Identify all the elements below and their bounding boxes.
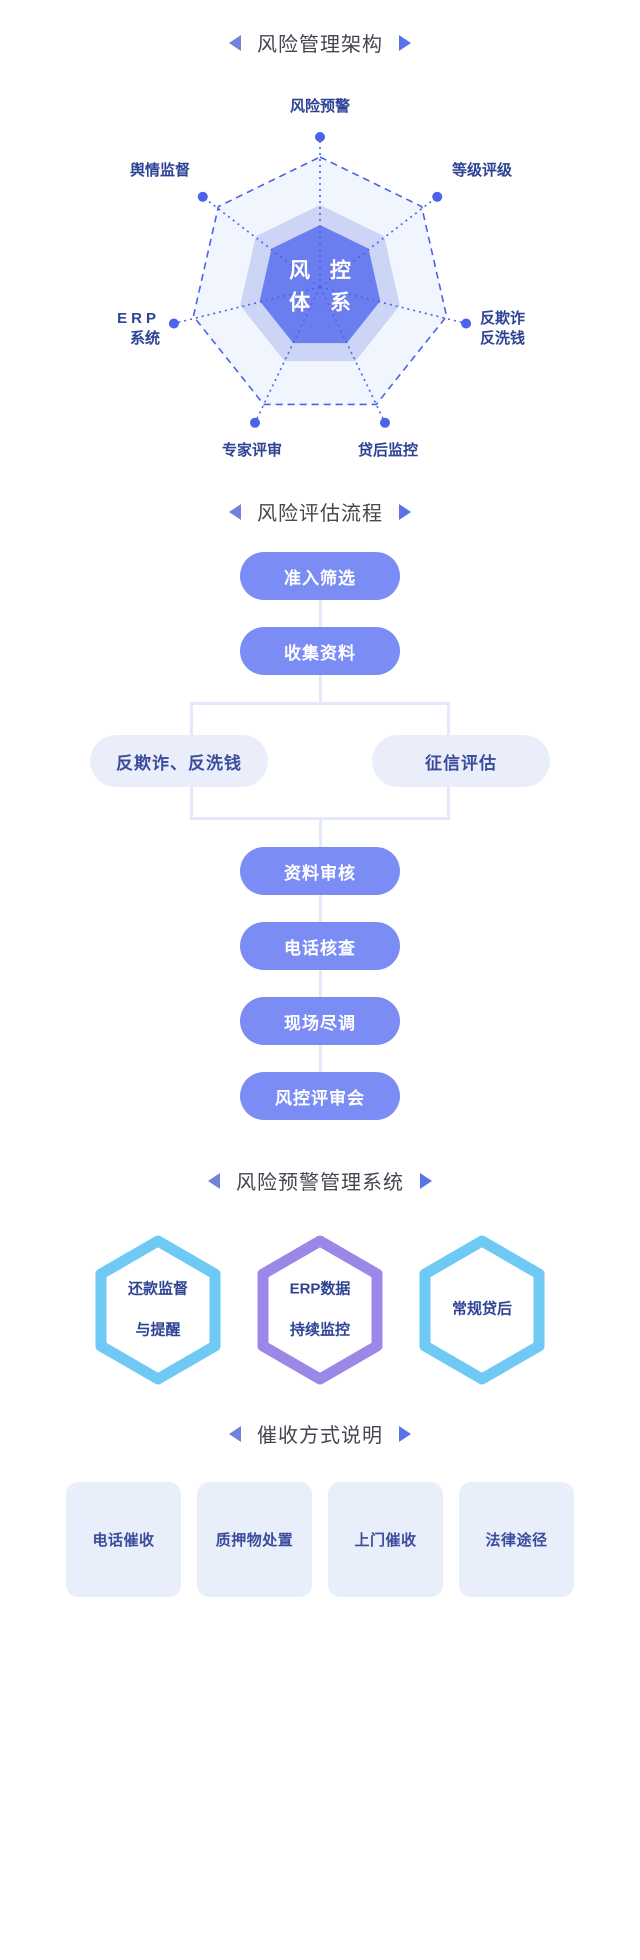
flow-step-material-review[interactable]: 资料审核 bbox=[240, 847, 400, 895]
radar-label-public-opinion[interactable]: 舆情监督 bbox=[129, 162, 190, 179]
hexagon-shape bbox=[419, 1235, 545, 1385]
flow-step-collect-materials[interactable]: 收集资料 bbox=[240, 627, 400, 675]
anti-fraud-line1: 反欺诈 bbox=[480, 310, 526, 327]
radar-spokes bbox=[173, 137, 467, 424]
card-phone-collection[interactable]: 电话催收 bbox=[66, 1482, 181, 1597]
section-title: 风险管理架构 bbox=[257, 34, 383, 56]
hex-label-line2: 与提醒 bbox=[135, 1321, 181, 1339]
prev-arrow-icon[interactable] bbox=[229, 34, 241, 51]
flow-step-onsite-dd[interactable]: 现场尽调 bbox=[240, 997, 400, 1045]
erp-line1: ERP bbox=[117, 310, 160, 327]
flow-connector bbox=[318, 600, 322, 627]
radar-node-dots bbox=[168, 132, 472, 428]
risk-assessment-flow: 准入筛选 收集资料 反欺诈、反洗钱 征信评估 资料审核 电话核查 现场尽调 风控… bbox=[60, 526, 580, 1120]
card-pledge-disposal[interactable]: 质押物处置 bbox=[197, 1482, 312, 1597]
anti-fraud-line2: 反洗钱 bbox=[480, 330, 526, 348]
section-header-early-warning: 风险预警管理系统 bbox=[60, 1166, 580, 1195]
hexagon-shape bbox=[257, 1235, 383, 1385]
radar-label-post-loan[interactable]: 贷后监控 bbox=[357, 442, 419, 459]
radar-label-risk-alert[interactable]: 风险预警 bbox=[289, 98, 351, 115]
radar-label-grade-rating[interactable]: 等级评级 bbox=[452, 162, 513, 179]
radar-label-erp-system[interactable]: ERP 系统 bbox=[117, 309, 160, 350]
section-title: 风险评估流程 bbox=[257, 503, 383, 525]
infographic-page: 风险管理架构 bbox=[60, 0, 580, 1653]
flow-branch-credit-assessment[interactable]: 征信评估 bbox=[372, 735, 550, 787]
hex-label-line1: 常规贷后 bbox=[451, 1300, 512, 1318]
next-arrow-icon[interactable] bbox=[420, 1172, 432, 1189]
section-header-assessment-flow: 风险评估流程 bbox=[60, 497, 580, 526]
next-arrow-icon[interactable] bbox=[399, 1425, 411, 1442]
card-legal-channel[interactable]: 法律途径 bbox=[459, 1482, 574, 1597]
next-arrow-icon[interactable] bbox=[399, 34, 411, 51]
section-title: 催收方式说明 bbox=[257, 1425, 383, 1447]
flow-connector bbox=[318, 820, 322, 847]
flow-step-entry-screening[interactable]: 准入筛选 bbox=[240, 552, 400, 600]
hex-erp-continuous-monitoring[interactable]: ERP数据 持续监控 bbox=[253, 1235, 387, 1385]
hex-label-line1: ERP数据 bbox=[289, 1280, 351, 1298]
hex-label: 还款监督 与提醒 bbox=[91, 1259, 225, 1360]
hexagon-shape bbox=[95, 1235, 221, 1385]
hex-label-line2: 持续监控 bbox=[289, 1321, 350, 1339]
section-header-risk-architecture: 风险管理架构 bbox=[60, 28, 580, 57]
flow-step-risk-committee[interactable]: 风控评审会 bbox=[240, 1072, 400, 1120]
hex-label: 常规贷后 bbox=[415, 1280, 549, 1341]
section-title: 风险预警管理系统 bbox=[236, 1172, 404, 1194]
hex-label-line1: 还款监督 bbox=[127, 1280, 188, 1298]
hex-routine-post-loan[interactable]: 常规贷后 bbox=[415, 1235, 549, 1385]
collection-method-cards: 电话催收 质押物处置 上门催收 法律途径 bbox=[60, 1482, 580, 1597]
flow-connector bbox=[318, 675, 322, 702]
hex-repayment-monitoring[interactable]: 还款监督 与提醒 bbox=[91, 1235, 225, 1385]
erp-line2: 系统 bbox=[129, 330, 160, 348]
flow-step-phone-verification[interactable]: 电话核查 bbox=[240, 922, 400, 970]
early-warning-hexagons: 还款监督 与提醒 ERP数据 持续监控 常规贷后 bbox=[60, 1235, 580, 1385]
risk-radar-diagram: 风 控 体 系 风险预警 等级评级 反欺诈 反洗钱 贷后监控 专家评审 ERP … bbox=[60, 77, 580, 497]
flow-connector bbox=[318, 970, 322, 997]
radar-core bbox=[259, 225, 381, 344]
flow-connector bbox=[318, 895, 322, 922]
flow-connector bbox=[318, 1045, 322, 1072]
radar-label-expert-review[interactable]: 专家评审 bbox=[221, 442, 283, 459]
next-arrow-icon[interactable] bbox=[399, 503, 411, 520]
flow-branch-anti-fraud-aml[interactable]: 反欺诈、反洗钱 bbox=[90, 735, 268, 787]
prev-arrow-icon[interactable] bbox=[208, 1172, 220, 1189]
prev-arrow-icon[interactable] bbox=[229, 1425, 241, 1442]
prev-arrow-icon[interactable] bbox=[229, 503, 241, 520]
hex-label: ERP数据 持续监控 bbox=[253, 1259, 387, 1360]
card-onsite-collection[interactable]: 上门催收 bbox=[328, 1482, 443, 1597]
radar-svg bbox=[168, 132, 472, 428]
section-header-collection-methods: 催收方式说明 bbox=[60, 1419, 580, 1448]
flow-branch-group: 反欺诈、反洗钱 征信评估 bbox=[60, 702, 580, 820]
radar-label-anti-fraud[interactable]: 反欺诈 反洗钱 bbox=[480, 309, 525, 350]
